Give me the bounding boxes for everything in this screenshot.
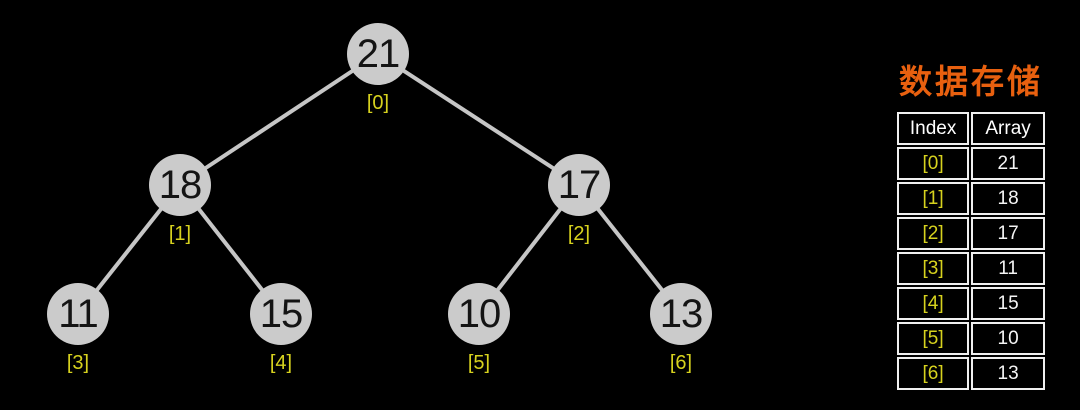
table-cell-index-4: [4] <box>897 287 970 320</box>
table-row-3: [3]11 <box>897 252 1045 285</box>
tree-node-1: 18 <box>149 154 211 216</box>
table-row-6: [6]13 <box>897 357 1045 390</box>
table-cell-value-2: 17 <box>971 217 1045 250</box>
tree-node-5: 10 <box>448 283 510 345</box>
tree-node-2: 17 <box>548 154 610 216</box>
table-cell-value-4: 15 <box>971 287 1045 320</box>
table-cell-index-2: [2] <box>897 217 970 250</box>
table-cell-value-1: 18 <box>971 182 1045 215</box>
table-row-0: [0]21 <box>897 147 1045 180</box>
table-cell-value-5: 10 <box>971 322 1045 355</box>
tree-node-index-label-4: [4] <box>269 352 293 374</box>
table-cell-index-0: [0] <box>897 147 970 180</box>
tree-node-index-label-0: [0] <box>366 92 390 114</box>
table-header-array: Array <box>971 112 1045 145</box>
table-cell-index-1: [1] <box>897 182 970 215</box>
table-cell-index-6: [6] <box>897 357 970 390</box>
tree-node-index-label-6: [6] <box>669 352 693 374</box>
table-row-2: [2]17 <box>897 217 1045 250</box>
panel-title: 数据存储 <box>899 63 1043 100</box>
tree-node-0: 21 <box>347 23 409 85</box>
table-row-5: [5]10 <box>897 322 1045 355</box>
tree-node-index-label-1: [1] <box>168 223 192 245</box>
table-cell-index-5: [5] <box>897 322 970 355</box>
table-cell-value-6: 13 <box>971 357 1045 390</box>
tree-node-index-label-5: [5] <box>467 352 491 374</box>
table-cell-value-3: 11 <box>971 252 1045 285</box>
tree-edge-0-1 <box>178 52 380 187</box>
tree-node-4: 15 <box>250 283 312 345</box>
table-cell-value-0: 21 <box>971 147 1045 180</box>
tree-node-3: 11 <box>47 283 109 345</box>
table-row-1: [1]18 <box>897 182 1045 215</box>
tree-node-index-label-3: [3] <box>66 352 90 374</box>
table-cell-index-3: [3] <box>897 252 970 285</box>
table-header-index: Index <box>897 112 970 145</box>
tree-node-6: 13 <box>650 283 712 345</box>
tree-node-index-label-2: [2] <box>567 223 591 245</box>
tree-edge-0-2 <box>376 52 581 187</box>
table-row-4: [4]15 <box>897 287 1045 320</box>
